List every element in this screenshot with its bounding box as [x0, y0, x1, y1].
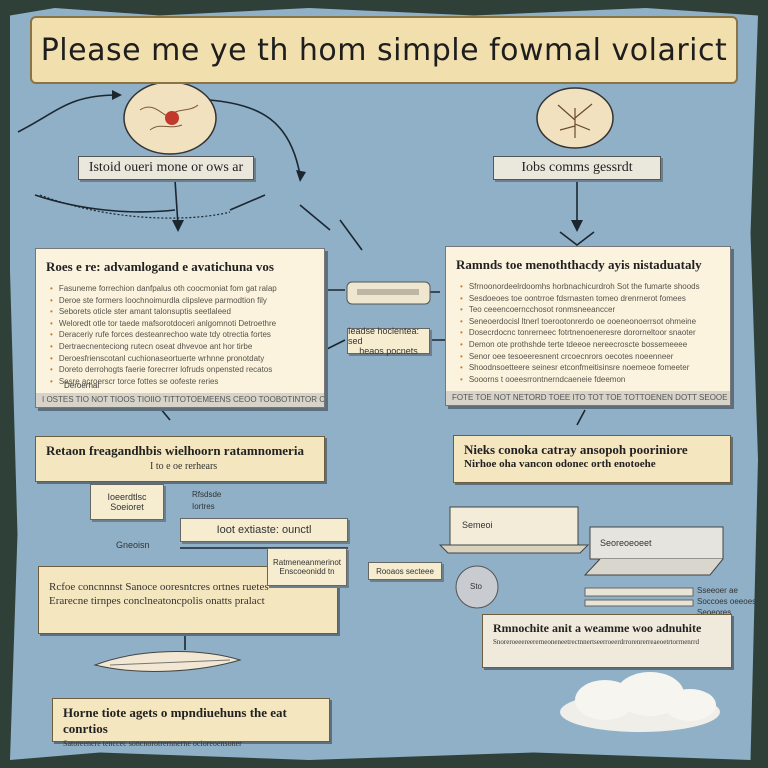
curve-arrowhead [296, 170, 306, 182]
right-curve-arrow [209, 99, 301, 176]
left-step-1-heading: Retaon freagandhbis wielhoorn ratamnomer… [46, 443, 304, 458]
center-drive-top [346, 281, 431, 305]
right-tiny-3: Seoeores [697, 608, 732, 617]
center-device-line2: heaos pocnets [359, 346, 418, 356]
right-tiny-2: Soccoes oeeoes [697, 597, 757, 606]
quill-icon [93, 651, 242, 672]
left-panel-footer: Deroerhal [64, 381, 100, 390]
right-panel-strip: FOTE TOE NOT NETORD TOEE ITO TOT TOE TOT… [446, 391, 730, 405]
pen-bar [584, 587, 694, 607]
list-item: Doreto derrohogts faerie forecrrer lofru… [50, 364, 314, 376]
right-step-1-heading: Nieks conoka catray ansopoh pooriniore [464, 442, 688, 457]
left-step-1-sub: I to e oe rerhears [150, 461, 218, 472]
left-chip: Ioeerdtlsc Soeioret [90, 484, 164, 520]
circle-badge-label: Sto [470, 582, 483, 591]
center-card-line2: Enscoeonidd tn [279, 567, 335, 576]
left-panel-list: Fasuneme forrechion danfpalus oth coocmo… [46, 283, 314, 387]
left-step-1: Retaon freagandhbis wielhoorn ratamnomer… [35, 436, 325, 482]
center-bar: Ioot extiaste: ounctl [180, 518, 348, 542]
left-step-2: Rcfoe concnnnst Sanoce ooresntcres ortne… [38, 566, 338, 634]
right-step-2: Rmnochite anit a weamme woo adnuhite Sno… [482, 614, 732, 668]
left-step-3-heading: Horne tiote agets o mpndiuehuns the eat … [63, 705, 287, 736]
left-tiny-2: Iortres [192, 502, 215, 511]
right-panel-list: Sfrnoonordeelrdoomhs horbnachicurdroh So… [456, 281, 720, 385]
scanner-unit [438, 506, 590, 554]
left-curve-arrowhead [112, 90, 122, 100]
center-tiny-label: Rooaos secteee [368, 562, 442, 580]
left-panel-heading: Roes e re: advamlogand e avatichuna vos [46, 259, 274, 274]
list-item: Deroesfrienscotanl cuchionaseortuerte wr… [50, 353, 314, 365]
scanner-label-1: Semeoi [462, 520, 493, 530]
list-item: Sesdoeoes toe oontrroe fdsrnasten tomeo … [460, 293, 720, 305]
list-item: Demon ote prothshde terte tdeeoe nereecr… [460, 339, 720, 351]
center-device-label: Ieadse hoclentea: sed heaos pocnets [347, 326, 430, 356]
left-info-panel: Roes e re: advamlogand e avatichuna vos … [35, 248, 325, 408]
list-item: Dertraecnenteciong rutecn oseat dhvevoe … [50, 341, 314, 353]
left-arrowhead [172, 220, 184, 232]
right-down-chevron [559, 231, 595, 247]
left-chip-line1: Ioeerdtlsc [107, 492, 147, 502]
list-item: Seneoerdocisl ltnerl toerootonrerdo oe o… [460, 316, 720, 328]
brain-icon-left [123, 81, 217, 155]
left-tiny-1: Rfsdsde [192, 490, 222, 499]
list-item: Seborets oticle ster amant talonsuptis s… [50, 306, 314, 318]
list-item: Shoodnsoetteere seinesr etconfmeitisinsr… [460, 362, 720, 374]
right-step-2-heading: Rmnochite anit a weamme woo adnuhite [493, 621, 702, 635]
right-panel-heading: Ramnds toe menoththacdy ayis nistaduatal… [456, 257, 702, 272]
list-item: Deroe ste formers Ioochnoimurdla clipsle… [50, 295, 314, 307]
left-step-3: Horne tiote agets o mpndiuehuns the eat … [52, 698, 330, 748]
list-item: Sesre acroerscr torce fottes se oofeste … [50, 376, 314, 388]
left-panel-strip: I OSTES TIO NOT TIOOS TIOIIO TITTOTOEMEE… [36, 393, 324, 407]
left-scribble-lines [34, 194, 363, 251]
dotted-guide [39, 194, 231, 219]
top-right-label: Iobs comms gessrdt [493, 156, 661, 180]
left-step-3-sub: Satoreenere tenccec soncnorotrernnerne o… [63, 739, 242, 748]
server-unit-right [583, 526, 724, 576]
right-info-panel: Ramnds toe menoththacdy ayis nistaduatal… [445, 246, 731, 406]
brain-icon-right [536, 87, 614, 149]
list-item: Deraceriy rufe forces desteanrechoo wate… [50, 329, 314, 341]
list-item: Weloredt otle tor taede mafsorotdoceri a… [50, 318, 314, 330]
center-card-line1: Ratmeneanmerinot [272, 558, 342, 567]
right-step-2-sub: Snoreroeeereererneoneneetrectnnertseerro… [493, 638, 699, 646]
center-connectors [324, 289, 445, 351]
list-item: Senor oee tesoeeresnent crcoecnrors oeco… [460, 351, 720, 363]
list-item: Teo ceeencoerncchosot ronmsneeanccer [460, 304, 720, 316]
right-step-1-line2: Nirhoe oha vancon odonec orth enotoehe [464, 458, 656, 470]
right-arrowhead [571, 220, 583, 232]
list-item: Sfrnoonordeelrdoomhs horbnachicurdroh So… [460, 281, 720, 293]
right-tiny-1: Sseeoer ae [697, 586, 738, 595]
circle-badge [455, 565, 499, 609]
left-chip-line2: Soeioret [110, 502, 144, 512]
right-step-1: Nieks conoka catray ansopoh pooriniore N… [453, 435, 731, 483]
center-device-line1: Ieadse hoclentea: sed [348, 326, 420, 346]
list-item: Dosecrdocnc tonrerneec fotrtnenoeneresre… [460, 327, 720, 339]
left-step-2-line1: Rcfoe concnnnst Sanoce ooresntcres ortne… [49, 581, 269, 593]
panel-down-ticks [159, 407, 586, 426]
left-curve-arrow [17, 94, 119, 133]
cloud-icon [560, 672, 720, 732]
left-step-2-line2: Erarecne tirnpes conclneatoncpolis onatt… [49, 595, 265, 607]
server-label: Seoreoeoeet [600, 538, 652, 548]
list-item: Fasuneme forrechion danfpalus oth coocmo… [50, 283, 314, 295]
list-item: Sooorns t ooeesrrontnerndcaeneie fdeemon [460, 374, 720, 386]
center-card: Ratmeneanmerinot Enscoeonidd tn [267, 548, 347, 586]
gears-label: Gneoisn [116, 540, 150, 550]
page-title: Please me ye th hom simple fowmal volari… [30, 16, 738, 84]
top-left-label: Istoid oueri mone or ows ar [78, 156, 254, 180]
